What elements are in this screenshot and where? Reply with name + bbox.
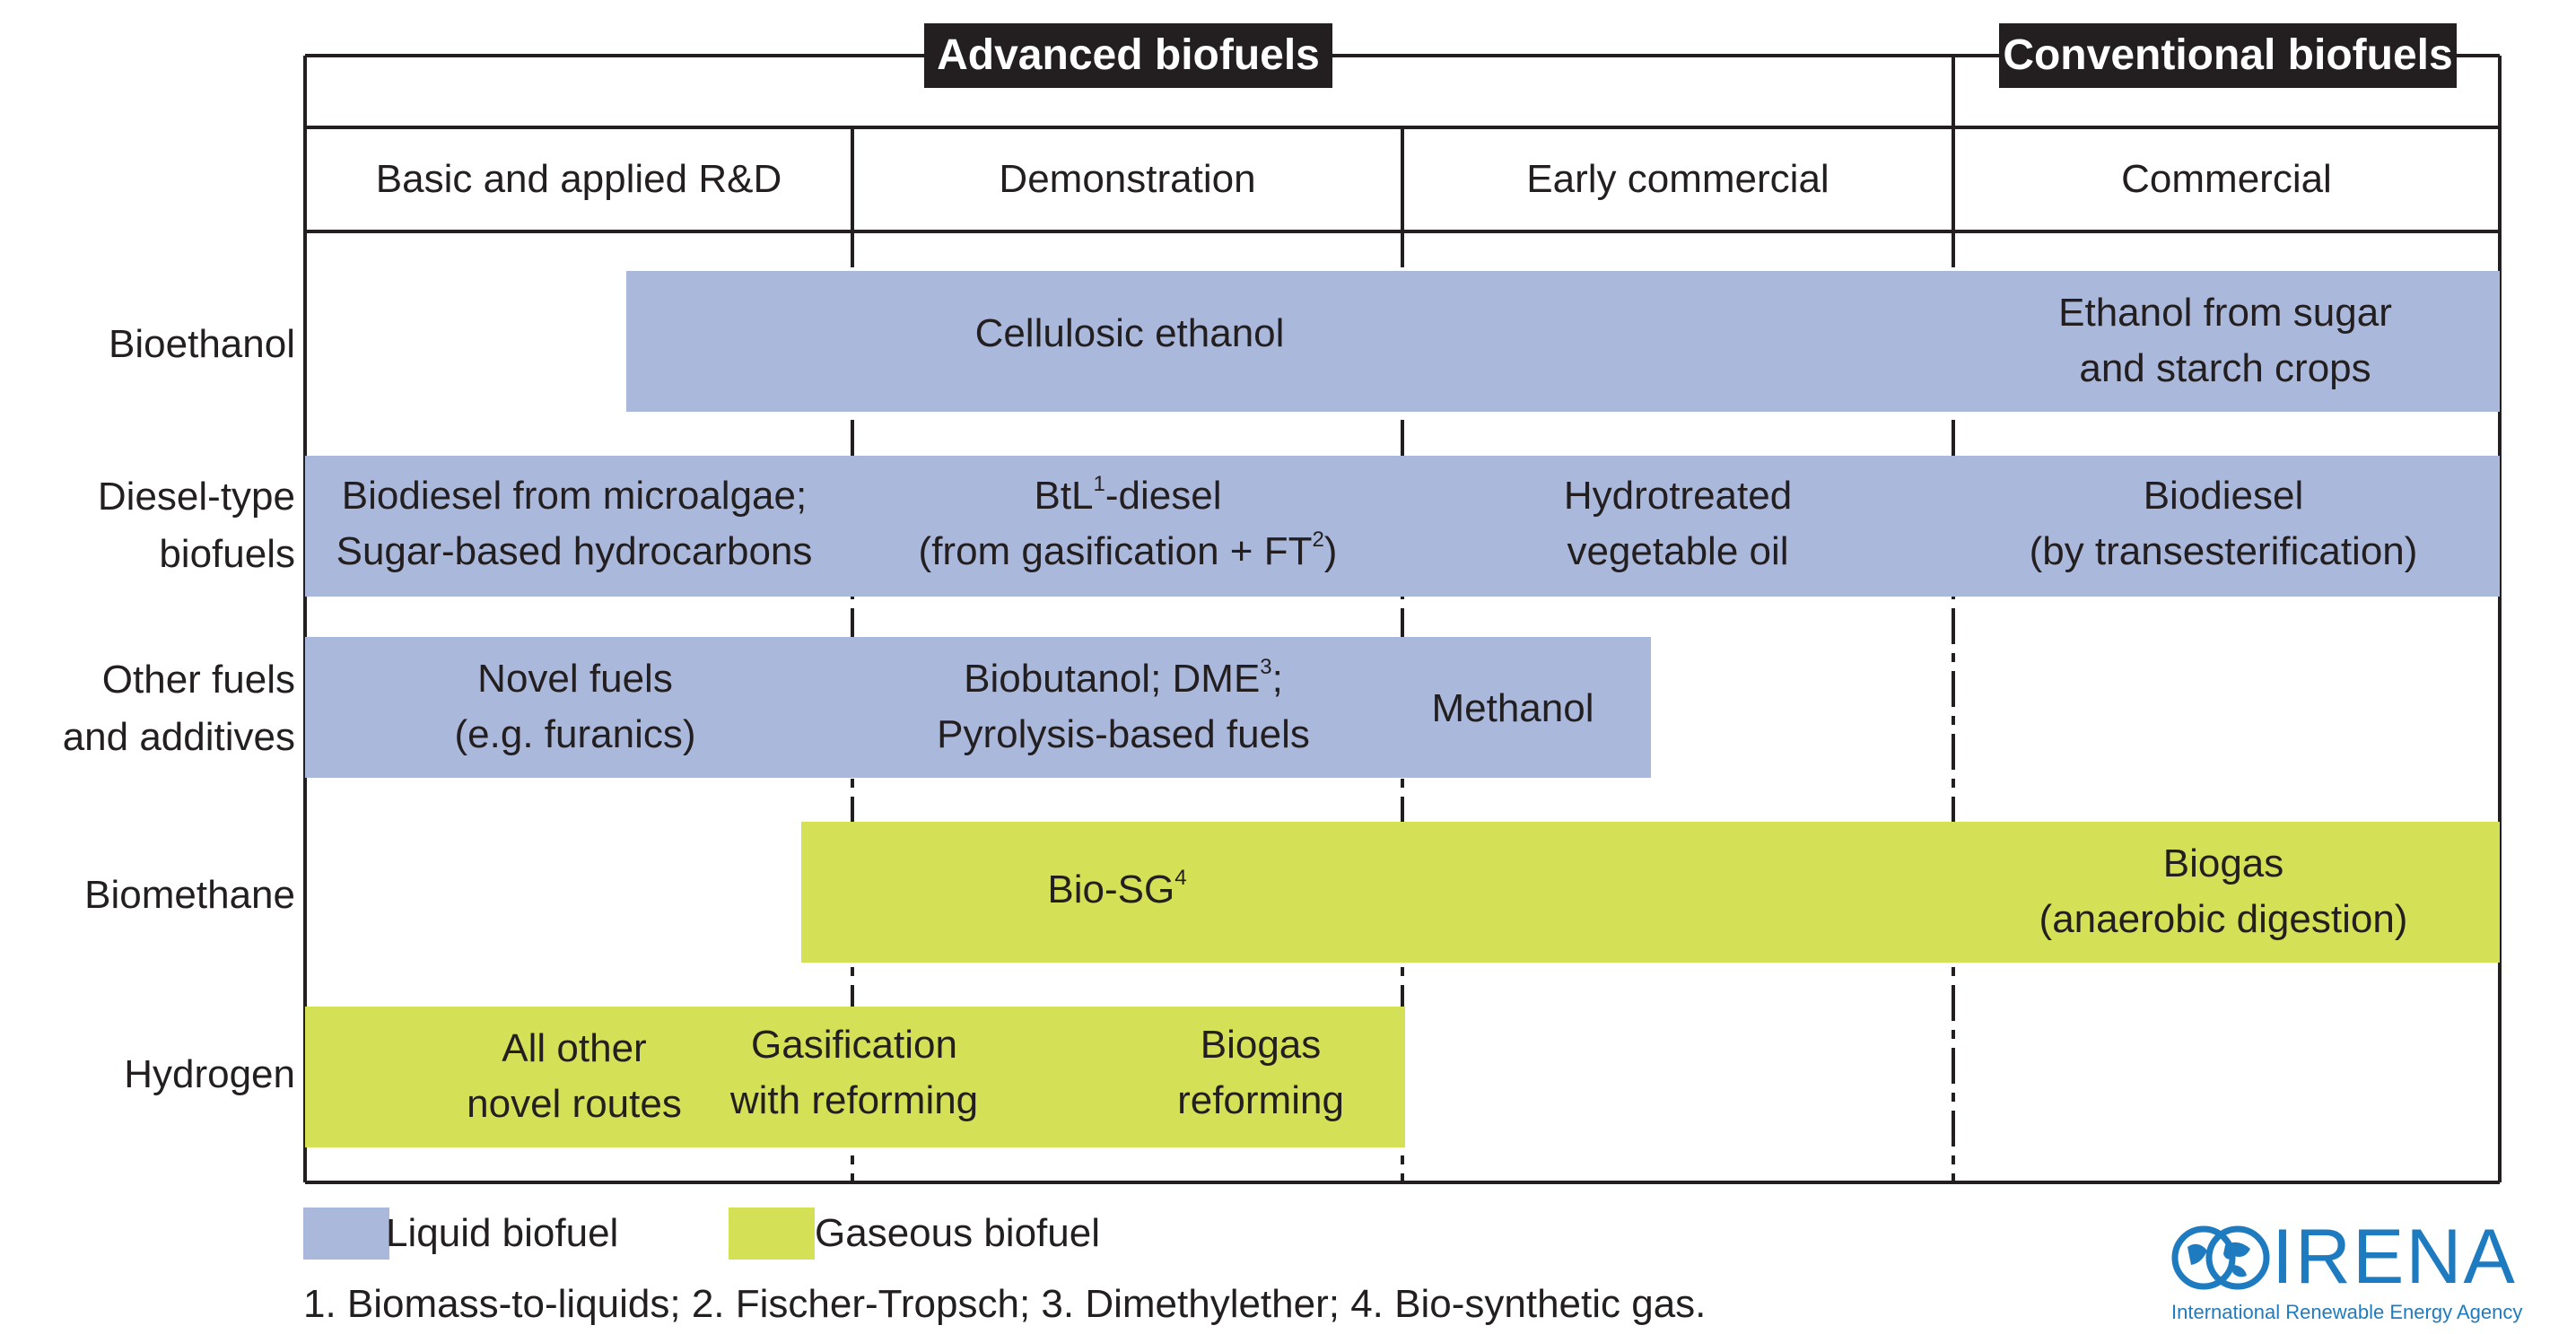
text-biodiesel-microalgae: Biodiesel from microalgae; Sugar-based h… <box>336 468 813 580</box>
text-part: Bio-SG <box>1047 868 1175 911</box>
stage-early-commercial: Early commercial <box>1526 157 1829 201</box>
stage-demonstration: Demonstration <box>999 157 1256 201</box>
text-part: -diesel <box>1105 474 1222 518</box>
irena-logo: IRENA International Renewable Energy Age… <box>2171 1216 2566 1330</box>
text-hydrotreated-vegetable-oil: Hydrotreated vegetable oil <box>1564 468 1792 580</box>
text-h2-gasification: Gasification with reforming <box>730 1017 978 1129</box>
text-part: Biobutanol; DME <box>964 657 1261 701</box>
row-label-text: Diesel-type <box>97 475 295 519</box>
text-bio-sg: Bio-SG4 <box>1047 862 1186 918</box>
row-label-text: biofuels <box>159 532 295 576</box>
text-line: (e.g. furanics) <box>454 712 696 756</box>
text-part: BtL <box>1034 474 1094 518</box>
text-line: and starch crops <box>2079 346 2371 390</box>
conventional-biofuels-header: Conventional biofuels <box>1999 23 2457 88</box>
irena-logo-subtitle: International Renewable Energy Agency <box>2171 1301 2523 1323</box>
text-part: (from gasification + FT <box>918 529 1313 573</box>
row-label-bioethanol: Bioethanol <box>109 316 295 373</box>
text-part: ) <box>1323 529 1338 573</box>
text-line: Biodiesel from microalgae; <box>341 474 808 518</box>
text-ethanol-sugar-starch: Ethanol from sugar and starch crops <box>2058 285 2392 397</box>
irena-globe-icon <box>2171 1225 2270 1290</box>
row-label-text: Hydrogen <box>124 1052 295 1096</box>
legend-liquid-label: Liquid biofuel <box>386 1211 619 1255</box>
text-line: Biogas <box>1200 1023 1322 1067</box>
text-line: novel routes <box>467 1082 682 1126</box>
text-line: All other <box>502 1026 647 1070</box>
bar-bioethanol <box>626 271 2500 412</box>
row-label-hydrogen: Hydrogen <box>124 1046 295 1103</box>
text-biogas-anaerobic: Biogas (anaerobic digestion) <box>2039 836 2408 947</box>
text-line: Sugar-based hydrocarbons <box>336 529 813 573</box>
row-label-biomethane: Biomethane <box>84 867 295 924</box>
row-label-text: Biomethane <box>84 873 295 917</box>
text-novel-fuels: Novel fuels (e.g. furanics) <box>455 651 696 763</box>
bar-diesel-type <box>305 456 2500 597</box>
text-line: reforming <box>1177 1078 1344 1122</box>
text-line: with reforming <box>729 1078 979 1122</box>
bar-biomethane <box>801 822 2500 963</box>
text-line: (by transesterification) <box>2029 529 2418 573</box>
text-biobutanol-pyrolysis: Biobutanol; DME3; Pyrolysis-based fuels <box>937 651 1310 763</box>
row-label-text: Bioethanol <box>109 322 295 366</box>
legend-gaseous-label: Gaseous biofuel <box>815 1211 1100 1255</box>
text-part: ; <box>1271 657 1283 701</box>
text-line: (from gasification + FT2) <box>919 524 1338 580</box>
text-h2-other-novel: All other novel routes <box>467 1021 682 1132</box>
text-btl-diesel: BtL1-diesel (from gasification + FT2) <box>919 468 1338 580</box>
footnote-ref: 3 <box>1260 655 1272 679</box>
text-biodiesel-transesterification: Biodiesel (by transesterification) <box>2030 468 2418 580</box>
text-line: Biodiesel <box>2143 474 2304 518</box>
row-label-diesel: Diesel-type biofuels <box>98 468 295 583</box>
text-line: Biogas <box>2162 841 2284 885</box>
bar-other-fuels <box>305 637 1651 778</box>
row-label-other-fuels: Other fuels and additives <box>63 651 295 766</box>
text-methanol: Methanol <box>1431 686 1594 730</box>
legend-liquid-swatch <box>303 1208 389 1260</box>
irena-logo-name: IRENA <box>2272 1214 2517 1300</box>
text-cellulosic-ethanol: Cellulosic ethanol <box>974 311 1285 355</box>
footnote-ref: 1 <box>1093 472 1105 496</box>
footnote-ref: 2 <box>1312 527 1324 552</box>
text-line: Gasification <box>751 1023 957 1067</box>
stage-commercial: Commercial <box>2121 157 2332 201</box>
text-line: Hydrotreated <box>1563 474 1793 518</box>
text-line: Ethanol from sugar <box>2058 291 2392 335</box>
footnote-ref: 4 <box>1174 866 1187 890</box>
text-line: (anaerobic digestion) <box>2039 897 2408 941</box>
stage-basic-rd: Basic and applied R&D <box>375 157 782 201</box>
text-line: Biobutanol; DME3; <box>937 651 1310 707</box>
bar-hydrogen <box>305 1007 1405 1147</box>
text-h2-biogas-reforming: Biogas reforming <box>1177 1017 1344 1129</box>
text-line: BtL1-diesel <box>919 468 1338 524</box>
row-label-text: and additives <box>62 715 295 759</box>
footnote: 1. Biomass-to-liquids; 2. Fischer-Tropsc… <box>303 1282 1707 1326</box>
text-line: vegetable oil <box>1567 529 1789 573</box>
legend-gaseous-swatch <box>729 1208 815 1260</box>
advanced-biofuels-header: Advanced biofuels <box>924 23 1332 88</box>
row-label-text: Other fuels <box>101 658 295 702</box>
text-line: Novel fuels <box>477 657 673 701</box>
text-line: Pyrolysis-based fuels <box>937 712 1310 756</box>
